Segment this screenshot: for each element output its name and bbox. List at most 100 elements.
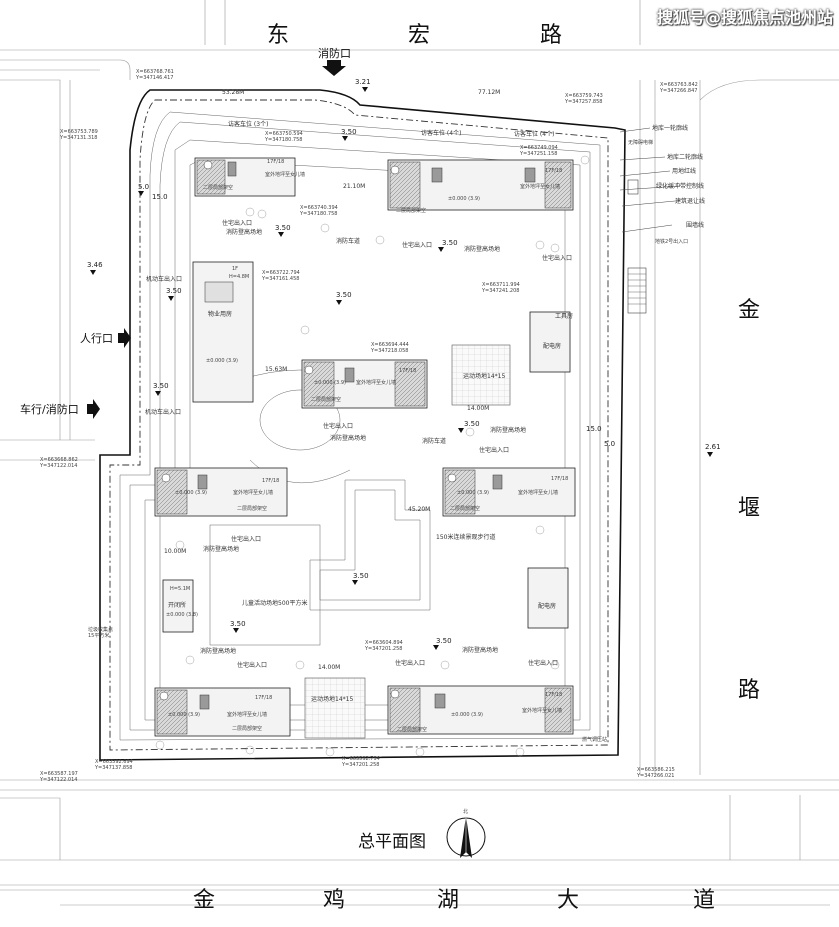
fire-entry-arrow-icon — [322, 60, 346, 76]
residential-entry-7: 住宅出入口 — [237, 661, 267, 669]
tower-5-second: 二层局部架空 — [450, 505, 480, 512]
property-base: ±0.000 (3.9) — [206, 358, 238, 364]
level-350-c: 3.50 — [442, 239, 458, 247]
pedestrian-entry-label: 人行口 — [80, 332, 113, 345]
legend-green-buffer: 绿化缓冲带控制线 — [656, 182, 704, 190]
residential-entry-4: 住宅出入口 — [323, 422, 353, 430]
tower-7-roof: 室外地坪至女儿墙 — [522, 707, 562, 714]
vehicle-entry-arrow-icon — [87, 399, 100, 419]
vehicle-entry-label: 车行/消防口 — [20, 402, 79, 416]
switch-room — [162, 579, 194, 633]
level-321: 3.21 — [355, 78, 371, 86]
legend-wall: 围墙线 — [686, 221, 704, 229]
watermark: 搜狐号@搜狐焦点池州站 — [656, 8, 833, 27]
tower-5 — [442, 467, 576, 517]
road-south-char-4: 大 — [557, 888, 579, 913]
property-building — [192, 261, 254, 403]
tower-7-base: ±0.000 (3.9) — [451, 712, 483, 718]
property-floors: 1F — [232, 266, 238, 272]
tower-6 — [154, 687, 291, 737]
tower-2-roof: 室外地坪至女儿墙 — [520, 183, 560, 190]
level-261: 2.61 — [705, 443, 721, 451]
road-east-char-1: 金 — [738, 298, 760, 323]
setback-15-east: 15.0 — [586, 425, 602, 433]
surrounding-roads — [0, 0, 839, 906]
power-room-north — [529, 311, 571, 373]
trees — [155, 155, 590, 757]
dim-14-south: 14.00M — [318, 664, 340, 671]
entrance-arrows — [87, 60, 346, 419]
pedestrian-entry-arrow-icon — [118, 328, 131, 348]
power-room-south-label: 配电房 — [538, 602, 556, 610]
visitor-parking-4-b: 访客车位 (4个) — [514, 130, 554, 138]
tower-3-second: 二层局部架空 — [311, 396, 341, 403]
tower-2-base: ±0.000 (3.9) — [448, 196, 480, 202]
tower-3 — [301, 359, 428, 409]
tower-4-floors: 17F/18 — [262, 478, 279, 484]
switch-room-label: 开闭所 — [168, 601, 186, 609]
fire-field-2: 消防登高场地 — [464, 245, 500, 253]
dim-15: 15.63M — [265, 366, 287, 373]
visitor-parking-4-a: 访客车位 (4个) — [421, 129, 461, 137]
metro-stairs — [627, 179, 647, 314]
dim-77: 77.12M — [478, 89, 500, 96]
garage-entry-north: 机动车出入口 — [146, 275, 182, 283]
setback-5-north: 5.0 — [138, 183, 149, 191]
road-north-char-1: 东 — [267, 23, 289, 48]
fire-field-3: 消防登高场地 — [330, 434, 366, 442]
level-350-h: 3.50 — [353, 572, 369, 580]
level-350-e: 3.50 — [166, 287, 182, 295]
setback-15-north: 15.0 — [152, 193, 168, 201]
fire-field-4: 消防登高场地 — [490, 426, 526, 434]
property-height: H=4.8M — [229, 274, 249, 280]
visitor-parking-north: 访客车位 (3个) — [228, 120, 268, 128]
tower-4-base: ±0.000 (3.9) — [175, 490, 207, 496]
sports-field-south — [304, 677, 366, 739]
tower-6-second: 二层局部架空 — [232, 725, 262, 732]
tower-4-second: 二层局部架空 — [237, 505, 267, 512]
tower-7 — [387, 685, 574, 735]
level-350-f: 3.50 — [153, 382, 169, 390]
tower-5-floors: 17F/18 — [551, 476, 568, 482]
north-compass-icon — [446, 816, 486, 858]
legend-setback: 建筑退让线 — [675, 197, 705, 205]
residential-entry-1: 住宅出入口 — [222, 219, 252, 227]
fire-field-1: 消防登高场地 — [226, 228, 262, 236]
fire-lane-1: 消防车道 — [336, 237, 360, 245]
sports-field-north-label: 运动场地14*15 — [463, 372, 505, 380]
tower-4-roof: 室外地坪至女儿墙 — [233, 489, 273, 496]
road-east-char-3: 路 — [738, 678, 760, 703]
tower-6-roof: 室外地坪至女儿墙 — [227, 711, 267, 718]
residential-entry-6: 住宅出入口 — [231, 535, 261, 543]
tower-7-floors: 17F/18 — [545, 692, 562, 698]
tower-3-base: ±0.000 (3.9) — [314, 380, 346, 386]
legend-basement-1: 地库一轮廓线 — [652, 124, 688, 132]
drawing-title: 总平面图 — [358, 832, 426, 852]
tower-6-floors: 17F/18 — [255, 695, 272, 701]
fire-field-7: 消防登高场地 — [462, 646, 498, 654]
road-south-char-2: 鸡 — [323, 888, 345, 913]
tower-1-second: 二层局部架空 — [203, 184, 233, 191]
fire-lane — [144, 139, 581, 721]
tower-5-base: ±0.000 (3.9) — [457, 490, 489, 496]
legend-leaders — [619, 127, 681, 233]
power-room-north-label: 配电房 — [543, 342, 561, 350]
setback-5-east: 5.0 — [604, 440, 615, 448]
sports-field-south-label: 运动场地14*15 — [311, 695, 353, 703]
fire-field-5: 消防登高场地 — [203, 545, 239, 553]
